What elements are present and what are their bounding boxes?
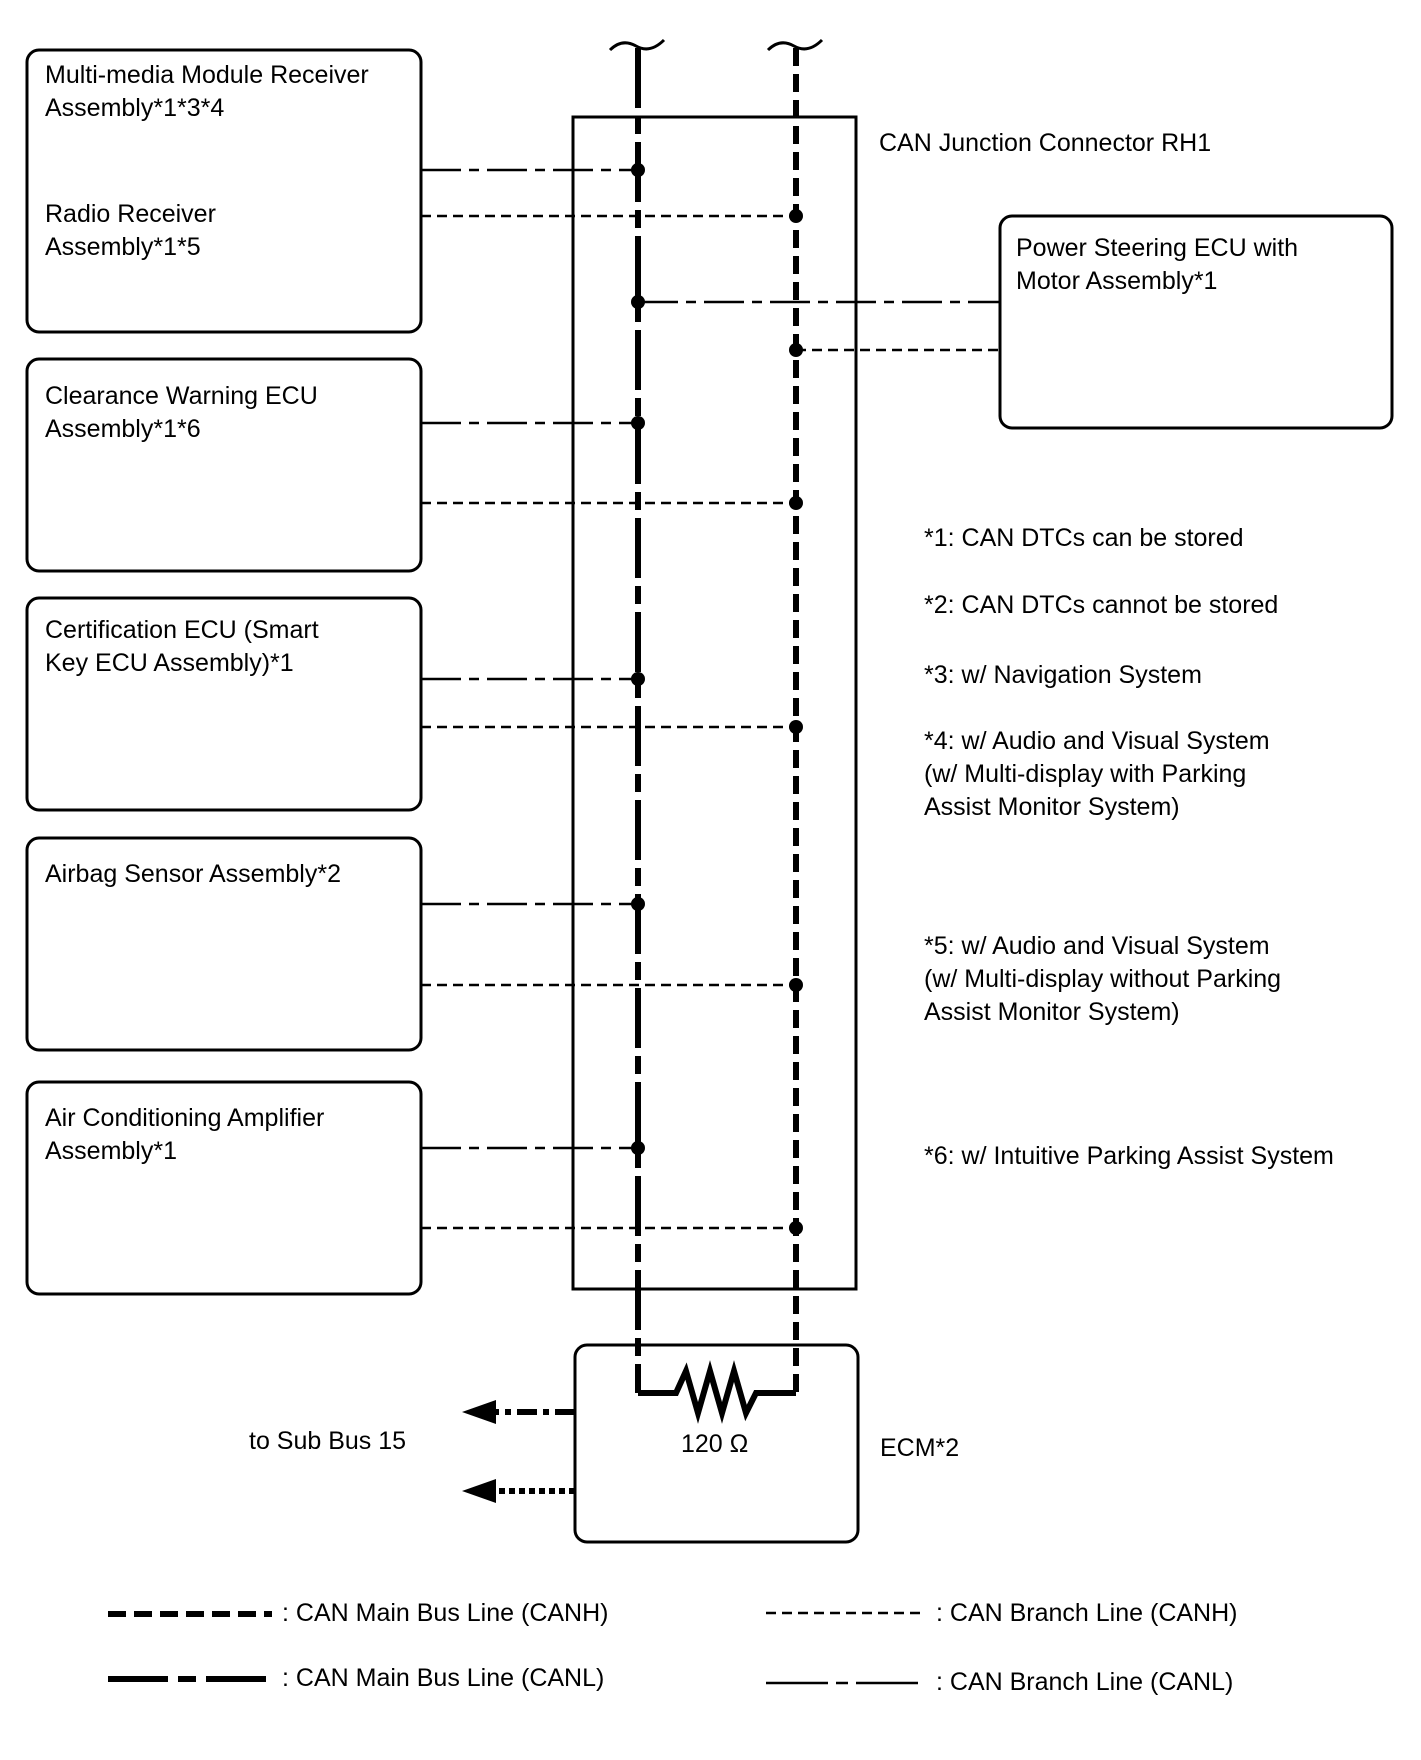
branch-lines-canh: [421, 214, 1000, 1230]
terminating-resistor: [638, 1360, 796, 1424]
node-dot: [789, 209, 803, 223]
branch-lines-canl: [421, 168, 1000, 1150]
ecu-label-certification: Certification ECU (Smart Key ECU Assembl…: [45, 616, 319, 677]
node-dot: [789, 978, 803, 992]
ecm-box[interactable]: [573, 1343, 860, 1544]
note-4: *4: w/ Audio and Visual System (w/ Multi…: [924, 727, 1270, 821]
node-dot: [631, 295, 645, 309]
ecu-box-multimedia-radio[interactable]: [25, 48, 423, 334]
ecu-label-clearance: Clearance Warning ECU Assembly*1*6: [45, 382, 318, 443]
legend-label-branch-canh: : CAN Branch Line (CANH): [936, 1599, 1238, 1627]
ecu-box-clearance[interactable]: [25, 357, 423, 573]
legend-label-branch-canl: : CAN Branch Line (CANL): [936, 1668, 1234, 1696]
node-dot: [631, 672, 645, 686]
node-dot: [631, 163, 645, 177]
sub-bus-canh-arrowhead: [462, 1479, 496, 1503]
legend-label-main-canl: : CAN Main Bus Line (CANL): [282, 1664, 605, 1692]
canh-break-symbol: [766, 38, 824, 52]
note-3: *3: w/ Navigation System: [924, 661, 1202, 689]
note-2: *2: CAN DTCs cannot be stored: [924, 591, 1279, 619]
node-dot: [789, 496, 803, 510]
legend-label-main-canh: : CAN Main Bus Line (CANH): [282, 1599, 609, 1627]
note-5: *5: w/ Audio and Visual System (w/ Multi…: [924, 932, 1282, 1026]
junction-connector-box[interactable]: [571, 115, 858, 1291]
ecu-box-power-steering[interactable]: [998, 214, 1394, 430]
ecu-box-certification[interactable]: [25, 596, 423, 812]
node-dot: [789, 1221, 803, 1235]
junction-connector-label: CAN Junction Connector RH1: [879, 129, 1212, 157]
node-dot: [631, 897, 645, 911]
sub-bus-label: to Sub Bus 15: [249, 1427, 407, 1455]
node-dot: [631, 416, 645, 430]
node-dot: [789, 720, 803, 734]
junction-dots: [631, 163, 803, 1235]
note-6: *6: w/ Intuitive Parking Assist System: [924, 1142, 1334, 1170]
canl-break-symbol: [608, 38, 666, 52]
ecu-box-aircon[interactable]: [25, 1080, 423, 1296]
ecu-label-power-steering: Power Steering ECU with Motor Assembly*1: [1016, 234, 1299, 295]
ecu-label-airbag: Airbag Sensor Assembly*2: [45, 860, 341, 888]
ecu-label-aircon: Air Conditioning Amplifier Assembly*1: [45, 1104, 325, 1165]
ecu-box-airbag[interactable]: [25, 836, 423, 1052]
note-1: *1: CAN DTCs can be stored: [924, 524, 1244, 552]
sub-bus-canl-arrowhead: [462, 1400, 496, 1424]
node-dot: [631, 1141, 645, 1155]
ecu-label-multimedia: Multi-media Module Receiver Assembly*1*3…: [45, 61, 369, 122]
ecm-label: ECM*2: [880, 1434, 960, 1462]
resistor-value-label: 120 Ω: [681, 1430, 749, 1458]
node-dot: [789, 343, 803, 357]
ecu-label-radio: Radio Receiver Assembly*1*5: [45, 200, 216, 261]
